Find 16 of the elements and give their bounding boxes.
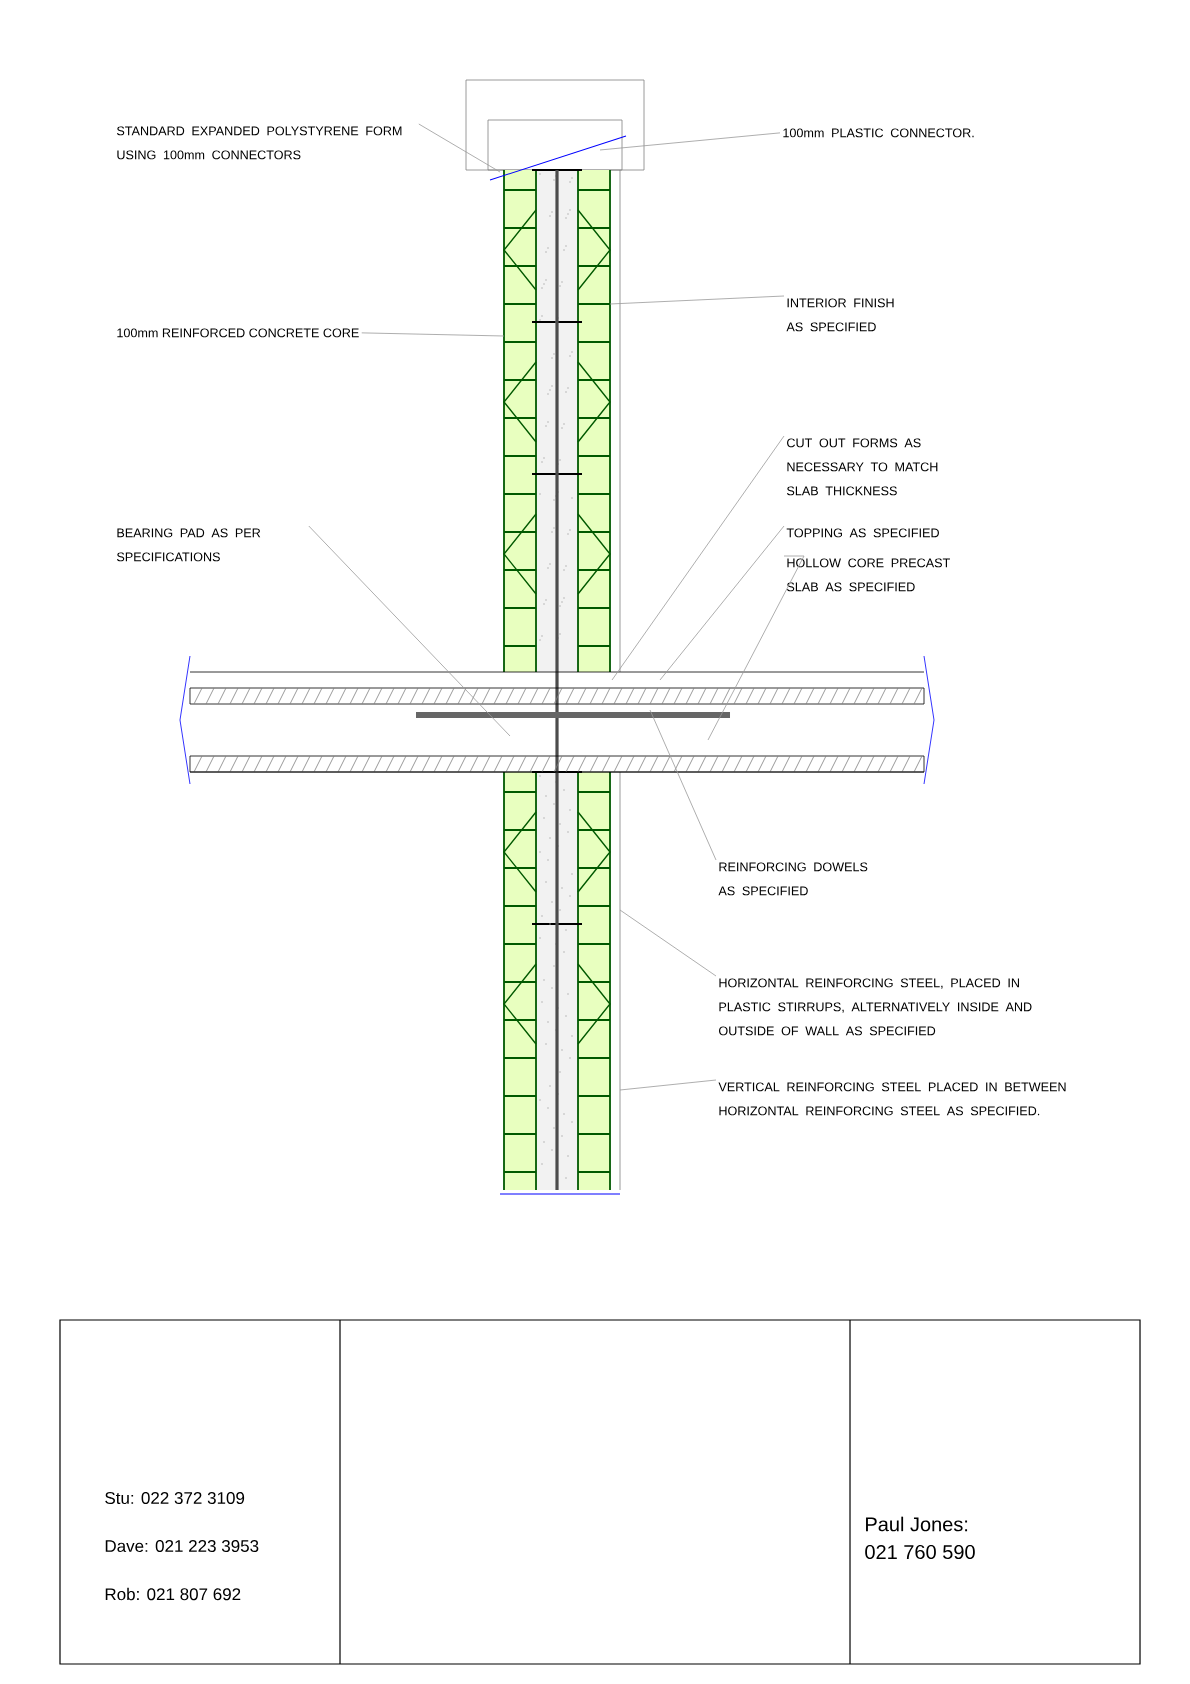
leader-line [659,525,785,681]
contact-text: Dave: 021 223 3953 [105,1540,259,1552]
leader-line [619,909,717,977]
leader-line [707,555,805,741]
leader-line [619,1079,717,1091]
leader-line [361,332,505,337]
contact-text: Stu: 022 372 3109 [105,1492,245,1504]
leader-line [308,525,511,737]
contact-text: Rob: 021 807 692 [105,1587,241,1601]
leader-line [611,435,785,681]
contact-text: Paul Jones: [866,1516,968,1532]
contact-text: 021 760 590 [865,1544,975,1560]
leader-line [609,295,785,305]
leader-line [418,123,501,173]
leader-line [649,709,717,861]
leader-line [599,132,781,151]
